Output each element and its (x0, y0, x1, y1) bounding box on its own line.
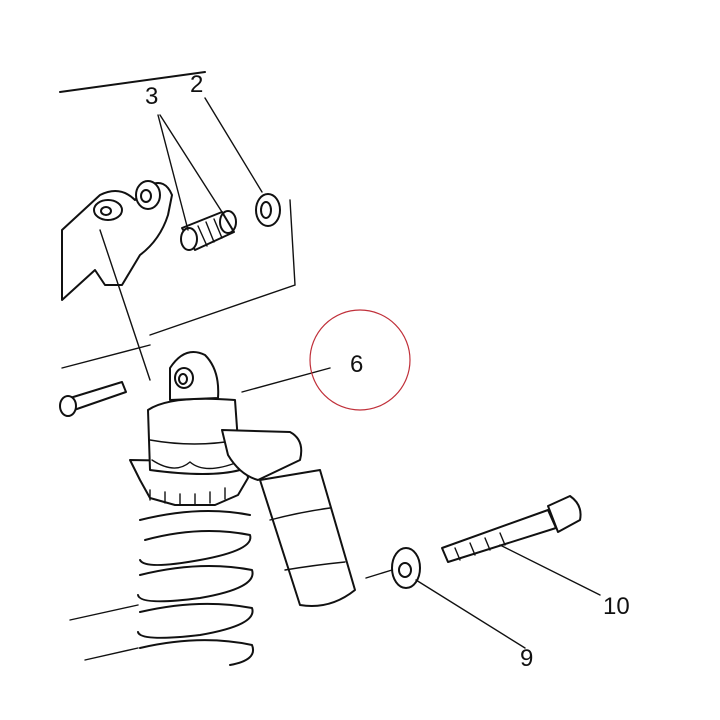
lower-frame-lines (69, 604, 139, 661)
needle-bearing-part-3 (180, 210, 237, 251)
frame-outline (59, 71, 296, 369)
callout-2: 2 (190, 71, 203, 98)
swingarm-bracket (61, 180, 173, 381)
washer-part-2 (255, 193, 281, 227)
leader-lines-upper (157, 97, 263, 231)
upper-mount-bolt (59, 381, 127, 417)
highlight-circle (309, 309, 411, 411)
bolt-part-10 (441, 495, 601, 596)
shock-absorber-part-6 (129, 351, 356, 666)
callout-9: 9 (520, 645, 533, 672)
leader-line-6 (241, 367, 331, 393)
callout-10: 10 (603, 593, 630, 620)
callout-3: 3 (145, 83, 158, 110)
washer-part-9 (365, 547, 526, 649)
callout-6: 6 (350, 351, 363, 378)
